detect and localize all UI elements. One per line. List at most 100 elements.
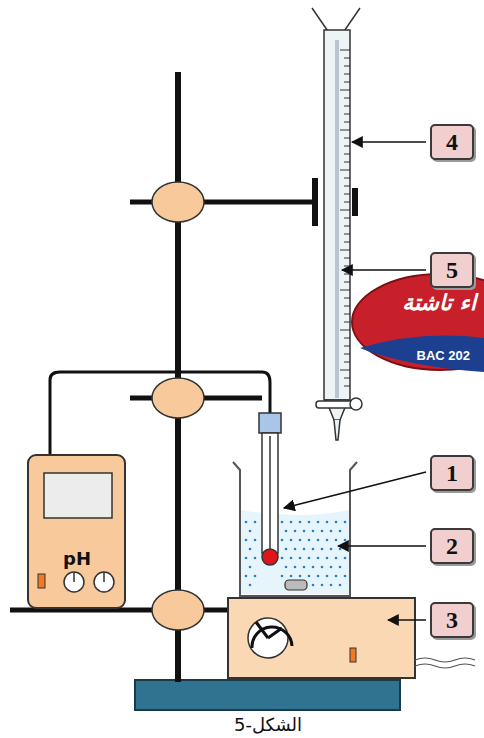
callout-number: 2 [446,534,458,558]
solution-dot [245,539,248,542]
ph-knob [64,572,84,592]
solution-dot [308,557,311,560]
watermark-band [360,336,484,372]
solution-dot [312,548,315,551]
solution-dot [317,575,320,578]
solution-dot [344,557,347,560]
solution-dot [317,521,320,524]
solution-dot [308,539,311,542]
solution-dot [339,530,342,533]
solution-dot [330,530,333,533]
solution-dot [285,548,288,551]
solution-dot [281,557,284,560]
knob-mark [73,572,75,582]
graduation-tick [344,194,350,195]
graduation-tick [340,330,350,331]
graduation-tick [344,234,350,235]
solution-dot [321,548,324,551]
graduation-tick [344,298,350,299]
watermark-text: اء تاشتة [402,290,476,315]
solution-dot [249,584,252,587]
solution-dot [245,521,248,524]
graduation-tick [344,218,350,219]
solution-dot [330,566,333,569]
graduation-tick [344,362,350,363]
graduation-tick [340,130,350,131]
solution-dot [326,521,329,524]
solution-dot [290,575,293,578]
solution-dot [299,521,302,524]
solution-dot [281,575,284,578]
solution-dot [344,521,347,524]
solution-dot [317,539,320,542]
graduation-tick [344,322,350,323]
leader-arrow [388,619,426,621]
solution-dot [339,584,342,587]
solution-dot [303,548,306,551]
graduation-tick [344,74,350,75]
graduation-tick [344,178,350,179]
solution-dot [249,548,252,551]
electrode-cable [50,372,270,455]
magnetic-stirrer [228,598,415,678]
solution-dot [326,557,329,560]
solution-dot [335,575,338,578]
solution-dot [317,557,320,560]
graduation-tick [344,338,350,339]
solution-dot [299,539,302,542]
graduation-tick [344,58,350,59]
leader-arrow [342,269,426,271]
solution-dot [254,521,257,524]
graduation-tick [340,50,350,51]
burette-tip [334,420,340,440]
graduation-tick [344,226,350,227]
ph-switch [38,574,45,588]
solution-dot [285,530,288,533]
solution-dot [245,557,248,560]
electrode-body [262,433,278,553]
graduation-tick [344,114,350,115]
graduation-tick [344,274,350,275]
solution-dot [330,548,333,551]
graduation-tick [344,266,350,267]
callout-number: 1 [446,461,458,485]
graduation-tick [344,154,350,155]
solution-dot [249,530,252,533]
stand-base [135,680,400,710]
callout-number: 5 [446,258,458,282]
callout-number: 3 [446,608,458,632]
callout-box: 1 [430,455,474,491]
power-cord [415,658,475,668]
ph-meter [28,455,125,608]
ph-knob [94,572,114,592]
solution-dot [326,575,329,578]
knob-mark [103,572,105,582]
solution [240,510,350,594]
graduation-tick [344,106,350,107]
solution-dot [294,530,297,533]
solution-dot [312,584,315,587]
watermark-badge [352,274,484,370]
graduation-tick [344,66,350,67]
solution-dot [330,584,333,587]
clamp-nut [152,378,204,418]
solution-dot [294,548,297,551]
leader-arrow [352,141,426,143]
solution-dot [299,557,302,560]
solution-dot [308,575,311,578]
graduation-tick [344,282,350,283]
solution-dot [335,521,338,524]
callout-box: 5 [430,252,474,288]
graduation-tick [344,138,350,139]
callout-box: 2 [430,528,474,564]
watermark-text: BAC 202 [417,348,470,363]
graduation-tick [344,386,350,387]
solution-dot [281,539,284,542]
solution-dot [312,566,315,569]
solution-dot [344,539,347,542]
graduation-tick [344,378,350,379]
leader-arrow [338,545,426,547]
leader-arrow [284,472,426,508]
